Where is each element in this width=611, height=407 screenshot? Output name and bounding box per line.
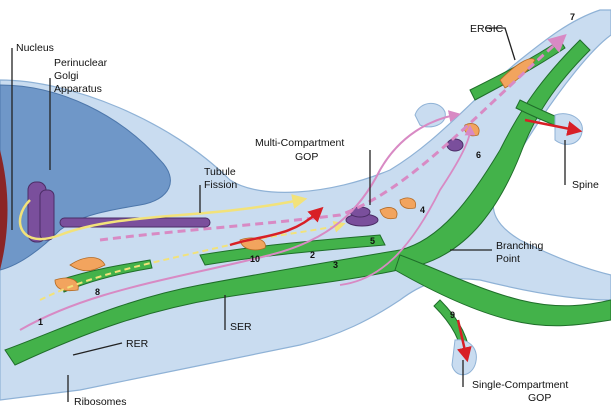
label-multi-gop-1: Multi-Compartment [255, 137, 344, 149]
label-branching-1: Branching [496, 240, 543, 252]
label-perinuclear-golgi-2: Golgi [54, 70, 79, 82]
label-tubule-fission-2: Fission [204, 179, 237, 191]
label-single-gop-1: Single-Compartment [472, 379, 568, 391]
label-ser: SER [230, 321, 252, 333]
step-4: 4 [420, 205, 425, 215]
step-7: 7 [570, 12, 575, 22]
label-nucleus: Nucleus [16, 42, 54, 54]
label-perinuclear-golgi-1: Perinuclear [54, 57, 108, 69]
label-rer: RER [126, 338, 149, 350]
label-multi-gop-2: GOP [295, 151, 318, 163]
label-branching-2: Point [496, 253, 520, 265]
label-perinuclear-golgi-3: Apparatus [54, 83, 102, 95]
label-ergic: ERGIC [470, 23, 504, 35]
label-single-gop-2: GOP [528, 392, 551, 404]
step-6: 6 [476, 150, 481, 160]
label-tubule-fission-1: Tubule [204, 166, 236, 178]
label-spine: Spine [572, 179, 599, 191]
step-9: 9 [450, 310, 455, 320]
perinuclear-golgi [28, 182, 54, 242]
label-ribosomes: Ribosomes [74, 396, 127, 407]
step-8: 8 [95, 287, 100, 297]
step-2: 2 [310, 250, 315, 260]
step-1: 1 [38, 317, 43, 327]
step-10: 10 [250, 254, 260, 264]
step-3: 3 [333, 260, 338, 270]
step-5: 5 [370, 236, 375, 246]
